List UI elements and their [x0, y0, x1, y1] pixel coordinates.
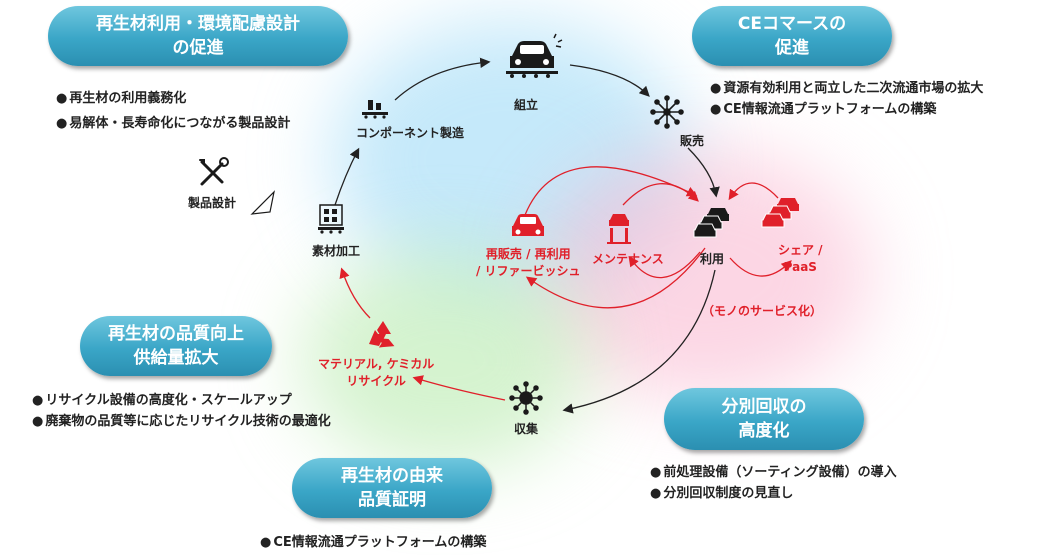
label-collection: 収集: [514, 422, 539, 436]
recycle-icon: [369, 321, 395, 348]
arrow-assembly-to-sales: [569, 64, 650, 97]
arrow-use-to-share: [729, 257, 792, 277]
bullet-item: CE情報流通プラットフォームの構築: [260, 532, 486, 553]
bullets-commerce: 資源有効利用と両立した二次流通市場の拡大 CE情報流通プラットフォームの構築: [710, 78, 983, 120]
label-resale-line1: 再販売 / 再利用: [485, 247, 571, 261]
pill-quality-line2: 供給量拡大: [133, 348, 219, 368]
bullet-item: CE情報流通プラットフォームの構築: [710, 99, 983, 120]
pill-recycled-design-line2: の促進: [172, 38, 224, 58]
pill-quality: 再生材の品質向上 供給量拡大: [80, 316, 272, 376]
car-assembly-icon: [506, 33, 563, 78]
pill-sorting-line2: 高度化: [738, 421, 790, 441]
pill-recycled-design: 再生材利用・環境配慮設計 の促進: [48, 6, 348, 66]
arrow-collection-to-recycling: [412, 375, 506, 401]
label-material: 素材加工: [312, 244, 361, 258]
bullet-item: 易解体・長寿命化につながる製品設計: [56, 111, 290, 136]
arrow-use-to-resale: [525, 247, 706, 309]
arrow-material-to-component: [334, 147, 360, 206]
bullets-design: 再生材の利用義務化 易解体・長寿命化につながる製品設計: [56, 86, 290, 136]
bg-pink-zone: [540, 150, 870, 400]
collection-icon: [509, 381, 543, 415]
red-car-icon: [512, 214, 544, 236]
pill-ce-commerce: CEコマースの 促進: [692, 6, 892, 66]
label-share: シェア / PaaS: [778, 242, 823, 276]
bullet-item: 資源有効利用と両立した二次流通市場の拡大: [710, 78, 983, 99]
arrow-share-to-use: [728, 182, 779, 201]
label-recycling-line1: マテリアル, ケミカル: [318, 357, 435, 371]
red-cars-icon: [761, 198, 799, 228]
pill-origin-line2: 品質証明: [358, 490, 426, 510]
pill-recycled-design-line1: 再生材利用・環境配慮設計: [96, 14, 300, 34]
maintenance-lift-icon: [607, 214, 631, 244]
bullet-item: 前処理設備（ソーティング設備）の導入: [650, 462, 896, 483]
label-product-design: 製品設計: [188, 196, 237, 210]
pill-ce-commerce-line1: CEコマースの: [737, 14, 847, 34]
arrow-maintenance-to-use: [622, 183, 699, 206]
pill-sorting: 分別回収の 高度化: [664, 388, 864, 450]
pill-origin-line1: 再生材の由来: [341, 466, 443, 486]
bullet-item: 分別回収制度の見直し: [650, 483, 897, 504]
label-assembly: 組立: [514, 98, 539, 112]
label-resale-line2: / リファービッシュ: [476, 264, 581, 278]
bullets-sorting: 前処理設備（ソーティング設備）の導入 分別回収制度の見直し: [650, 462, 897, 504]
pill-origin: 再生材の由来 品質証明: [292, 458, 492, 518]
distribution-icon: [650, 95, 684, 129]
label-servitization: （モノのサービス化）: [702, 304, 823, 318]
bullet-item: 廃棄物の品質等に応じたリサイクル技術の最適化: [32, 411, 330, 432]
arrow-recycling-to-material: [339, 267, 371, 319]
factory-icon: [318, 204, 344, 234]
label-sales: 販売: [680, 134, 705, 148]
arrow-use-to-maintenance: [628, 251, 701, 279]
label-recycling: マテリアル, ケミカル リサイクル: [318, 356, 434, 390]
label-recycling-line2: リサイクル: [346, 374, 406, 388]
label-component: コンポーネント製造: [356, 126, 465, 140]
arrow-sales-to-use: [687, 147, 720, 198]
label-share-line2: PaaS: [783, 260, 817, 274]
pill-sorting-line1: 分別回収の: [721, 397, 807, 417]
triangle-icon: [250, 190, 275, 215]
tools-icon: [199, 157, 229, 186]
arrow-component-to-assembly: [394, 57, 491, 101]
pill-quality-line1: 再生材の品質向上: [108, 324, 244, 344]
label-maintenance: メンテナンス: [592, 252, 664, 266]
bullets-origin: CE情報流通プラットフォームの構築: [260, 532, 486, 553]
component-icon: [362, 100, 388, 119]
bullets-quality: リサイクル設備の高度化・スケールアップ 廃棄物の品質等に応じたリサイクル技術の最…: [32, 390, 331, 432]
label-use: 利用: [700, 252, 725, 266]
cars-icon: [693, 208, 729, 238]
label-share-line1: シェア /: [778, 243, 823, 257]
arrow-resale-to-use: [524, 166, 698, 216]
bullet-item: 再生材の利用義務化: [56, 86, 290, 111]
arrow-use-to-collection: [562, 269, 716, 414]
label-resale: 再販売 / 再利用 / リファービッシュ: [476, 246, 581, 280]
bullet-item: リサイクル設備の高度化・スケールアップ: [32, 390, 331, 411]
pill-ce-commerce-line2: 促進: [775, 38, 809, 58]
